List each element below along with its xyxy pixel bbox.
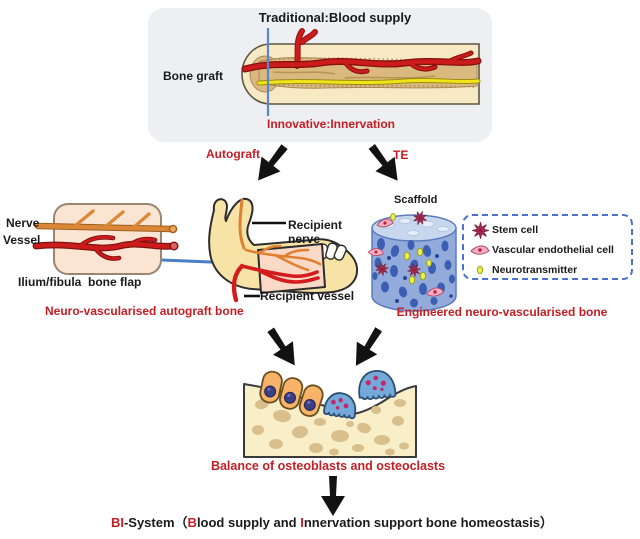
nerve-label: Nerve [6, 216, 40, 230]
legend-label: Neurotransmitter [492, 263, 578, 276]
flap-caption: Ilium/fibula bone flap [18, 275, 142, 289]
legend-row-vascular-endothelial-cell: Vascular endothelial cell [468, 240, 629, 260]
vessel-label: Vessel [3, 233, 41, 247]
arrow-to-te-icon [368, 144, 398, 181]
bi-abbrev: BI [110, 515, 124, 530]
innervation-text: nnervation support bone homeostasis） [303, 515, 554, 530]
recipient-nerve-label: Recipient nerve [288, 218, 343, 246]
scaffold-illustration [367, 208, 457, 312]
bone-graft-label: Bone graft [163, 69, 223, 83]
arrow-from-te-icon [355, 327, 383, 366]
stem-cell-icon [468, 221, 492, 239]
osteoblast-osteoclast-illustration [243, 370, 417, 458]
scaffold-label: Scaffold [394, 194, 438, 206]
legend-label: Vascular endothelial cell [492, 243, 614, 256]
te-label: TE [393, 148, 409, 162]
mandible-illustration [208, 197, 359, 303]
traditional-blood-supply-title: Traditional:Blood supply [258, 10, 412, 25]
legend-row-stem-cell: Stem cell [468, 220, 629, 240]
arrow-to-bi-system-icon [321, 476, 345, 516]
osteoclasts [323, 370, 397, 420]
osteoblasts [259, 370, 324, 417]
arrow-to-autograft-icon [258, 144, 288, 181]
bone-graft-illustration [241, 28, 482, 116]
bi-system-statement: BI-System（Blood supply and Innervation s… [25, 515, 639, 531]
balance-caption: Balance of osteoblasts and osteoclasts [210, 459, 446, 473]
i-initial: I [300, 515, 304, 530]
innovative-innervation-label: Innovative:Innervation [266, 117, 396, 131]
b-initial: B [187, 515, 197, 530]
recipient-vessel-label: Recipient vessel [260, 289, 355, 303]
autograft-caption: Neuro-vascularised autograft bone [45, 304, 244, 318]
system-text: -System（ [123, 515, 188, 530]
autograft-label: Autograft [206, 147, 260, 161]
neurotransmitter-icon [468, 263, 492, 277]
arrow-from-autograft-icon [267, 327, 295, 366]
blood-supply-text: lood supply and [196, 515, 301, 530]
legend-row-neurotransmitter: Neurotransmitter [468, 260, 629, 280]
bone-flap-illustration [32, 203, 179, 275]
legend-label: Stem cell [492, 223, 539, 236]
vascular-endothelial-cell-icon [468, 244, 492, 256]
cell-legend: Stem cell Vascular endothelial cell Neur… [462, 214, 633, 280]
engineered-caption: Engineered neuro-vascularised bone [396, 305, 608, 319]
